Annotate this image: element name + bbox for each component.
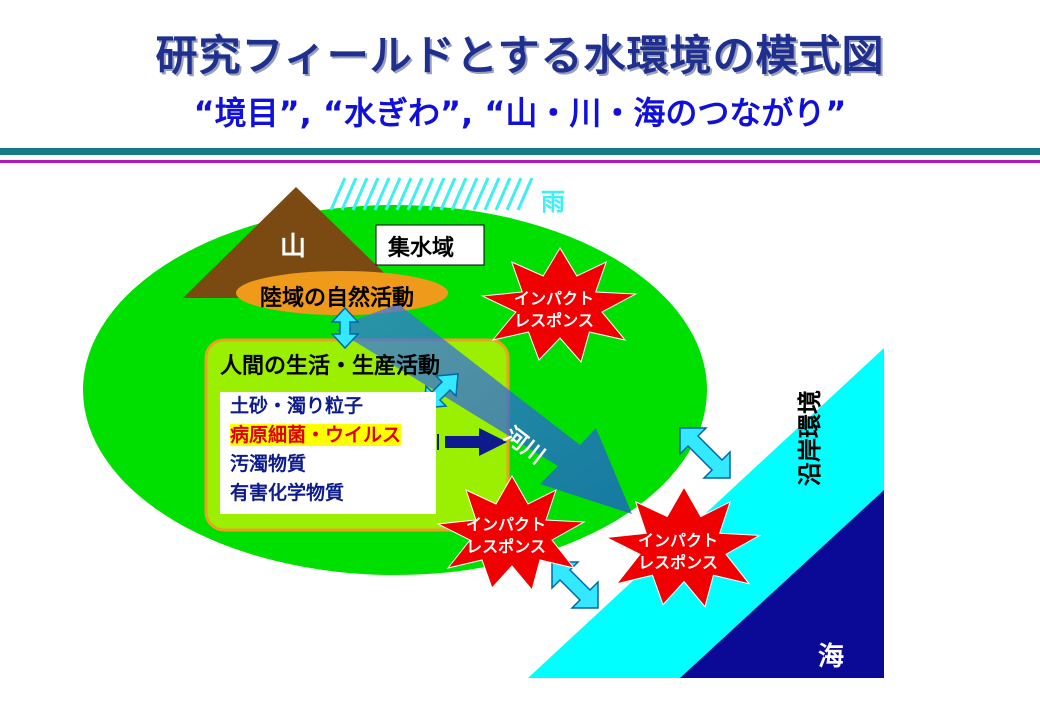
activity-item-highlighted: 病原細菌・ウイルス <box>230 424 402 446</box>
sea-zone <box>680 490 884 678</box>
activity-list: 土砂・濁り粒子 病原細菌・ウイルス 汚濁物質 有害化学物質 <box>220 392 436 514</box>
impact-response-label-right: インパクトレスポンス <box>638 531 719 572</box>
natural-activity-oval <box>236 271 448 315</box>
mountain <box>183 187 410 298</box>
bidirectional-arrow-coast-bottom <box>551 561 599 609</box>
activity-item: 汚濁物質 <box>230 453 307 475</box>
bidirectional-arrow-coast-top <box>679 427 731 479</box>
rain-strokes <box>329 177 534 211</box>
catchment-label-box <box>375 224 485 266</box>
header-rule-teal <box>0 148 1040 155</box>
header-rule-magenta <box>0 160 1040 163</box>
coast-label: 沿岸環境 <box>796 390 824 486</box>
slide-subtitle: “境目”, “水ぎわ”, “山・川・海のつながり” <box>193 94 847 132</box>
human-activity-label: 人間の生活・生産活動 <box>220 354 441 379</box>
sea-label: 海 <box>818 642 845 672</box>
bidirectional-arrow-vertical <box>330 306 360 350</box>
catchment-label: 集水域 <box>388 236 455 261</box>
impact-response-label-top: インパクトレスポンス <box>514 289 595 330</box>
mountain-label: 山 <box>280 232 307 262</box>
slide-title: 研究フィールドとする水環境の模式図 <box>155 31 885 80</box>
flow-arrow <box>431 428 507 456</box>
activity-item: 有害化学物質 <box>230 482 345 504</box>
activity-item: 土砂・濁り粒子 <box>230 395 364 417</box>
rain-label: 雨 <box>541 188 565 216</box>
natural-activity-label: 陸域の自然活動 <box>260 286 415 311</box>
river-arrow <box>336 304 632 514</box>
impact-response-label-middle: インパクトレスポンス <box>466 515 547 556</box>
